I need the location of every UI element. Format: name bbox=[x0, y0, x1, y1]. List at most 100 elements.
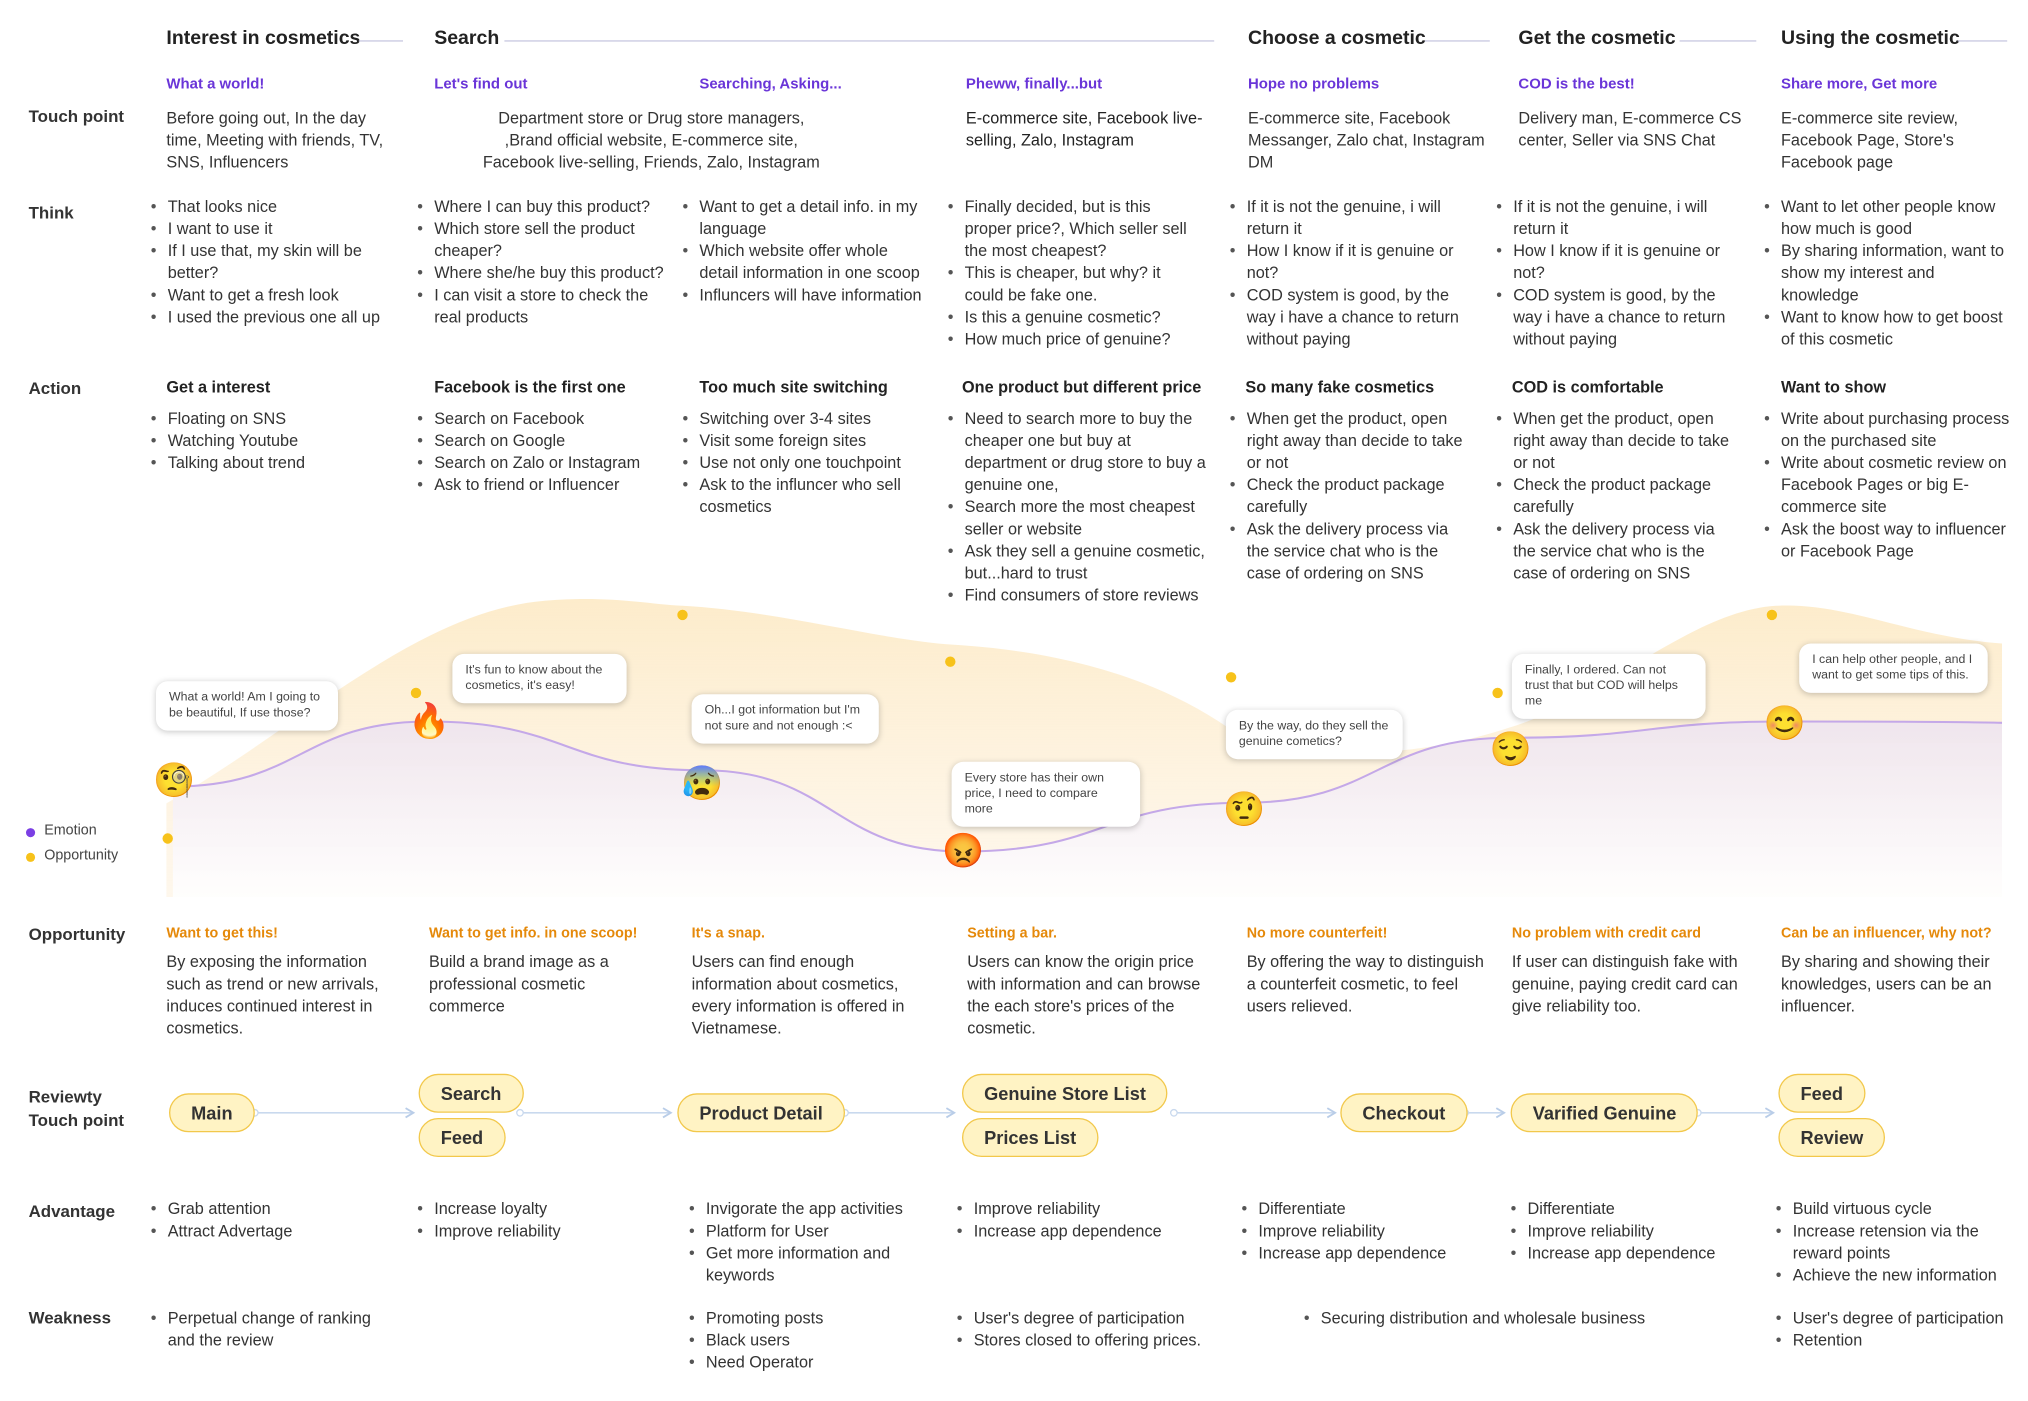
touch-point-text: Delivery man, E-commerce CS center, Sell… bbox=[1518, 109, 1742, 150]
opportunity-text: Users can find enough information about … bbox=[691, 952, 905, 1038]
action-item: Ask to the influncer who sell cosmetics bbox=[683, 474, 923, 518]
advantage-list: Build virtuous cycle Increase retension … bbox=[1776, 1199, 2010, 1287]
phase-subtitle: Let's find out bbox=[434, 76, 528, 93]
touchpoint-pill-review[interactable]: Review bbox=[1778, 1118, 1886, 1157]
stage-divider bbox=[1424, 40, 1490, 42]
weakness-item: Retention bbox=[1776, 1330, 2023, 1352]
touchpoint-pill-main[interactable]: Main bbox=[169, 1093, 255, 1133]
stage-divider bbox=[504, 40, 1215, 42]
touch-point-text: E-commerce site, Facebook Messanger, Zal… bbox=[1248, 109, 1485, 172]
speech-bubble: It's fun to know about the cosmetics, it… bbox=[452, 653, 627, 704]
opportunity-text: If user can distinguish fake with genuin… bbox=[1511, 952, 1738, 1016]
opportunity-point bbox=[1225, 672, 1237, 683]
think-item: COD system is good, by the way i have a … bbox=[1496, 285, 1743, 351]
weakness-item: User's degree of participation bbox=[1776, 1308, 2023, 1330]
action-item: Search on Facebook bbox=[417, 408, 664, 430]
action-item: Floating on SNS bbox=[151, 408, 398, 430]
action-title: Facebook is the first one bbox=[434, 378, 626, 397]
action-item: Ask to friend or Influencer bbox=[417, 474, 664, 496]
speech-bubble: What a world! Am I going to be beautiful… bbox=[156, 681, 338, 731]
touchpoint-pill-feed[interactable]: Feed bbox=[1778, 1073, 1866, 1113]
weakness-item: User's degree of participation bbox=[957, 1308, 1204, 1330]
action-list: When get the product, open right away th… bbox=[1230, 408, 1464, 585]
phase-subtitle: Pheww, finally...but bbox=[965, 76, 1103, 93]
touchpoint-pill-product-detail[interactable]: Product Detail bbox=[677, 1093, 845, 1133]
think-list: If it is not the genuine, i will return … bbox=[1496, 196, 1743, 351]
advantage-list: Improve reliability Increase app depende… bbox=[957, 1199, 1204, 1243]
weakness-item: Stores closed to offering prices. bbox=[957, 1330, 1204, 1352]
stage-title-get: Get the cosmetic bbox=[1518, 27, 1676, 50]
opportunity-point bbox=[410, 687, 422, 699]
action-item: Check the product package carefully bbox=[1496, 474, 1730, 518]
think-item: How I know if it is genuine or not? bbox=[1230, 240, 1477, 284]
speech-bubble: Oh...I got information but I'm not sure … bbox=[691, 694, 879, 744]
opportunity-point bbox=[1492, 687, 1503, 699]
row-label-opportunity: Opportunity bbox=[28, 924, 126, 944]
advantage-item: Increase app dependence bbox=[1511, 1243, 1758, 1265]
advantage-item: Increase app dependence bbox=[957, 1221, 1204, 1243]
think-item: COD system is good, by the way i have a … bbox=[1230, 285, 1477, 351]
action-item: Visit some foreign sites bbox=[683, 430, 923, 452]
advantage-item: Improve reliability bbox=[417, 1221, 664, 1243]
touchpoint-pill-varified-genuine[interactable]: Varified Genuine bbox=[1510, 1093, 1699, 1133]
touchpoint-pill-search[interactable]: Search bbox=[418, 1073, 524, 1113]
legend-opportunity-swatch bbox=[26, 852, 36, 862]
row-label-think: Think bbox=[28, 202, 74, 223]
advantage-item: Get more information and keywords bbox=[689, 1243, 923, 1287]
action-item: Ask the delivery process via the service… bbox=[1496, 519, 1730, 585]
opportunity-point bbox=[1766, 609, 1778, 621]
think-item: Want to get a fresh look bbox=[151, 285, 398, 307]
action-item: When get the product, open right away th… bbox=[1230, 408, 1464, 474]
advantage-list: Grab attention Attract Advertage bbox=[151, 1199, 398, 1243]
monocle-face-icon: 🧐 bbox=[153, 760, 196, 800]
think-item: If it is not the genuine, i will return … bbox=[1230, 196, 1477, 240]
row-label-reviewty-touch-point: Reviewty Touch point bbox=[29, 1086, 124, 1133]
touch-point-text: Before going out, In the day time, Meeti… bbox=[166, 109, 384, 172]
weakness-item: Black users bbox=[689, 1330, 923, 1352]
touchpoint-pill-prices-list[interactable]: Prices List bbox=[961, 1118, 1099, 1157]
advantage-item: Increase loyalty bbox=[417, 1199, 664, 1221]
weakness-list: User's degree of participation Stores cl… bbox=[957, 1308, 1204, 1352]
stage-title-choose: Choose a cosmetic bbox=[1248, 27, 1426, 50]
action-item: Switching over 3-4 sites bbox=[683, 408, 923, 430]
touchpoint-pill-feed[interactable]: Feed bbox=[418, 1118, 506, 1157]
opportunity-title: No problem with credit card bbox=[1511, 925, 1702, 942]
opportunity-title: Setting a bar. bbox=[967, 925, 1058, 942]
action-item: Talking about trend bbox=[151, 452, 398, 474]
phase-subtitle: COD is the best! bbox=[1518, 76, 1635, 93]
action-list: Switching over 3-4 sites Visit some fore… bbox=[683, 408, 923, 518]
think-list: Want to get a detail info. in my languag… bbox=[683, 196, 923, 307]
action-item: Search more the most cheapest seller or … bbox=[948, 497, 1208, 541]
advantage-item: Build virtuous cycle bbox=[1776, 1199, 2010, 1221]
advantage-item: Improve reliability bbox=[1511, 1221, 1758, 1243]
weakness-item: Need Operator bbox=[689, 1352, 923, 1374]
think-item: I used the previous one all up bbox=[151, 307, 398, 329]
weakness-item: Perpetual change of ranking and the revi… bbox=[151, 1308, 398, 1352]
action-item: Search on Google bbox=[417, 430, 664, 452]
advantage-item: Differentiate bbox=[1511, 1199, 1758, 1221]
speech-bubble: By the way, do they sell the genuine com… bbox=[1225, 709, 1403, 760]
advantage-item: Attract Advertage bbox=[151, 1221, 398, 1243]
stage-title-using: Using the cosmetic bbox=[1780, 27, 1960, 50]
opportunity-title: Want to get info. in one scoop! bbox=[428, 925, 638, 942]
touchpoint-pill-genuine-store-list[interactable]: Genuine Store List bbox=[961, 1073, 1169, 1113]
phase-subtitle: Share more, Get more bbox=[1780, 76, 1938, 93]
advantage-list: Differentiate Improve reliability Increa… bbox=[1242, 1199, 1489, 1265]
think-item: That looks nice bbox=[151, 196, 398, 218]
anxious-face-icon: 😰 bbox=[680, 763, 724, 803]
think-item: I can visit a store to check the real pr… bbox=[417, 285, 664, 329]
opportunity-point bbox=[677, 609, 688, 621]
action-title: Want to show bbox=[1780, 378, 1887, 397]
think-item: Want to get a detail info. in my languag… bbox=[683, 196, 923, 240]
think-item: Which store sell the product cheaper? bbox=[417, 218, 664, 262]
stage-divider bbox=[1957, 40, 2008, 42]
advantage-item: Increase retension via the reward points bbox=[1776, 1221, 2010, 1265]
advantage-list: Increase loyalty Improve reliability bbox=[417, 1199, 664, 1243]
advantage-item: Improve reliability bbox=[1242, 1221, 1489, 1243]
touch-point-text: Department store or Drug store managers,… bbox=[482, 109, 820, 172]
think-item: Want to let other people know how much i… bbox=[1764, 196, 2005, 240]
touchpoint-pill-checkout[interactable]: Checkout bbox=[1340, 1093, 1468, 1133]
weakness-item: Securing distribution and wholesale busi… bbox=[1304, 1308, 1694, 1330]
opportunity-text: By sharing and showing their knowledges,… bbox=[1780, 952, 1992, 1016]
opportunity-point bbox=[162, 833, 173, 844]
